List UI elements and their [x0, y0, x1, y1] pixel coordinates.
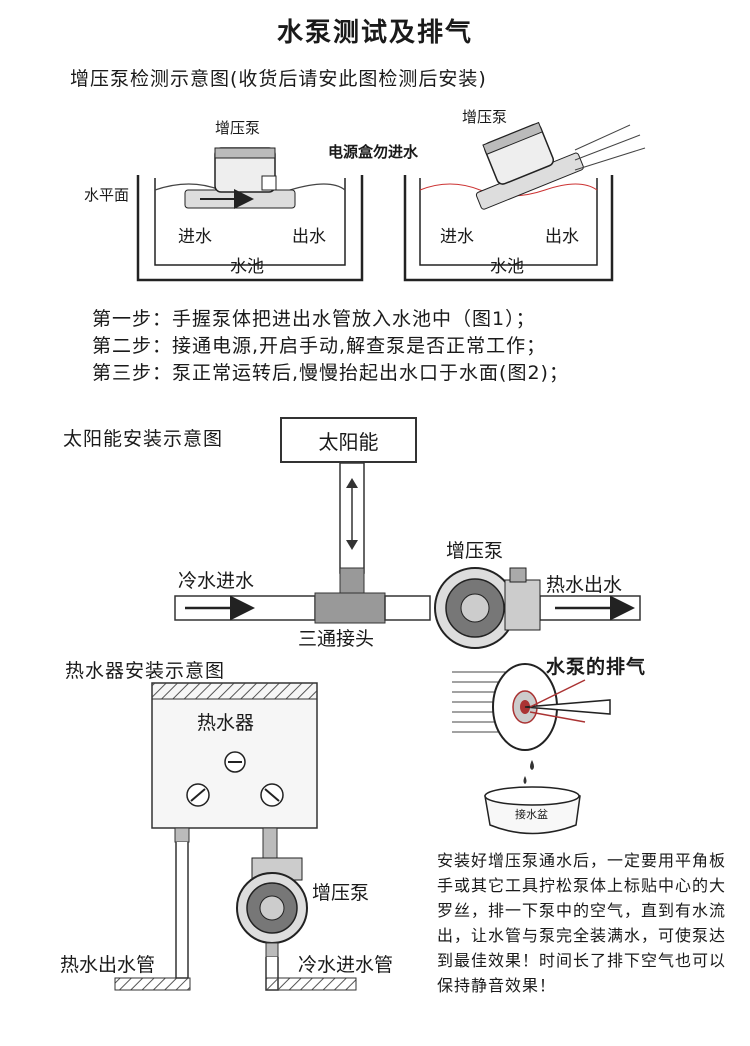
test-figure-1	[136, 147, 364, 282]
hot-pipe-label: 热水出水管	[60, 954, 156, 976]
test-figure-2	[403, 121, 646, 282]
step-3: 第三步：泵正常运转后,慢慢抬起出水口于水面(图2)；	[92, 362, 569, 384]
tee-joint-label: 三通接头	[298, 628, 375, 650]
solar-pump-label: 增压泵	[446, 540, 504, 562]
cold-inlet-label: 冷水进水	[178, 570, 255, 592]
solar-section-title: 太阳能安装示意图	[63, 428, 224, 450]
outlet-label-1: 出水	[292, 227, 326, 247]
solar-figure	[174, 462, 641, 649]
inlet-label-2: 进水	[440, 227, 474, 247]
hot-outlet-label: 热水出水	[546, 574, 623, 596]
bleed-section-title: 水泵的排气	[546, 656, 647, 678]
heater-section-title: 热水器安装示意图	[65, 660, 226, 682]
pool-label-1: 水池	[230, 257, 264, 277]
basin-label: 接水盆	[515, 808, 548, 821]
test-section-title: 增压泵检测示意图(收货后请安此图检测后安装)	[70, 68, 487, 90]
power-box-warning: 电源盒勿进水	[328, 143, 419, 161]
heater-label: 热水器	[197, 712, 255, 734]
solar-heater-box: 太阳能	[280, 417, 417, 463]
water-level-label: 水平面	[84, 186, 130, 204]
step-2: 第二步：接通电源,开启手动,解查泵是否正常工作；	[92, 335, 547, 357]
heater-pump-label: 增压泵	[312, 882, 370, 904]
cold-pipe-label: 冷水进水管	[298, 954, 394, 976]
step-1: 第一步：手握泵体把进出水管放入水池中（图1）；	[92, 308, 536, 330]
inlet-label-1: 进水	[178, 227, 212, 247]
test-pump-label-1: 增压泵	[215, 119, 261, 137]
heater-figure	[114, 682, 357, 991]
outlet-label-2: 出水	[545, 227, 579, 247]
bleed-figure	[452, 663, 611, 835]
test-pump-label-2: 增压泵	[462, 108, 508, 126]
page-title: 水泵测试及排气	[276, 18, 473, 48]
pool-label-2: 水池	[490, 257, 524, 277]
bleed-note: 安装好增压泵通水后，一定要用平角板手或其它工具拧松泵体上标贴中心的大罗丝，排一下…	[437, 851, 727, 995]
test-steps: 第一步：手握泵体把进出水管放入水池中（图1）； 第二步：接通电源,开启手动,解查…	[92, 306, 569, 387]
solar-label: 太阳能	[318, 429, 379, 454]
